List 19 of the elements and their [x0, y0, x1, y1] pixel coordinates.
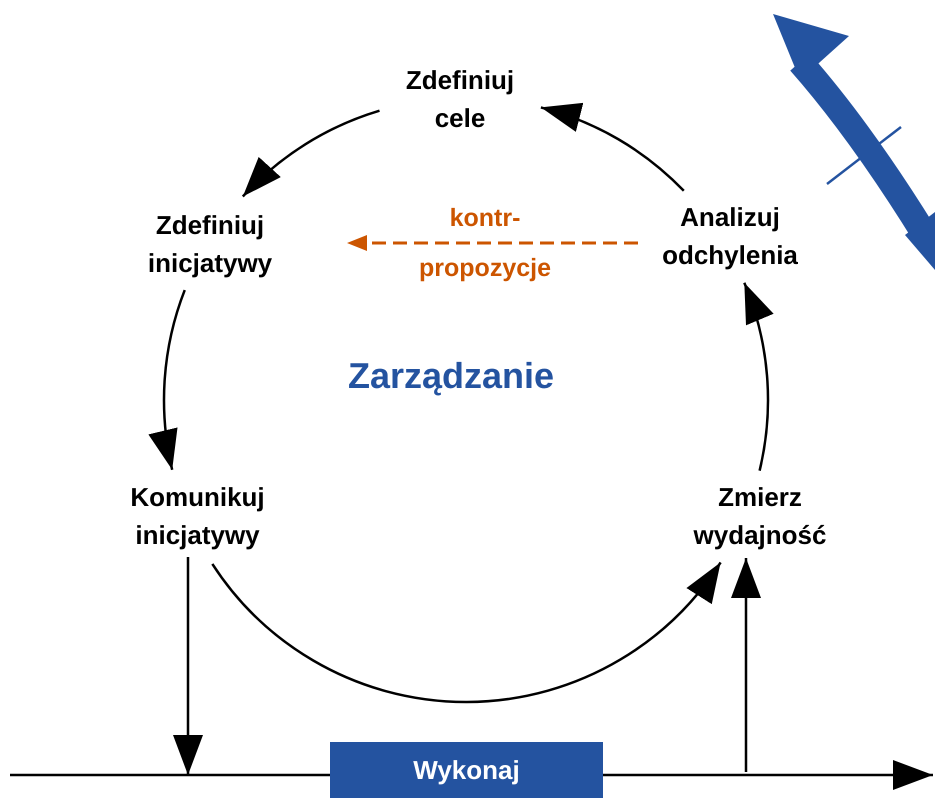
step-label: Wykonaj: [413, 754, 520, 787]
arrow: [731, 558, 761, 772]
step-label: Analizuj odchylenia: [661, 201, 799, 272]
arrow: [211, 562, 722, 704]
edge-label: kontr- propozycje: [418, 203, 552, 284]
dashed-arrow: [347, 235, 638, 251]
step-label: Zdefiniuj cele: [404, 64, 516, 135]
arrow: [173, 557, 203, 775]
arrow: [743, 282, 772, 471]
center-title: Zarządzanie: [348, 355, 554, 397]
arrow: [540, 105, 685, 192]
arrow: [150, 290, 186, 470]
line: [10, 774, 330, 776]
arrow: [603, 760, 933, 790]
arrow: [242, 109, 380, 198]
process-box: [330, 742, 603, 798]
step-label: Zdefiniuj inicjatywy: [146, 209, 274, 280]
step-label: Komunikuj inicjatywy: [129, 481, 266, 552]
step-label: Zmierz wydajność: [692, 481, 828, 552]
